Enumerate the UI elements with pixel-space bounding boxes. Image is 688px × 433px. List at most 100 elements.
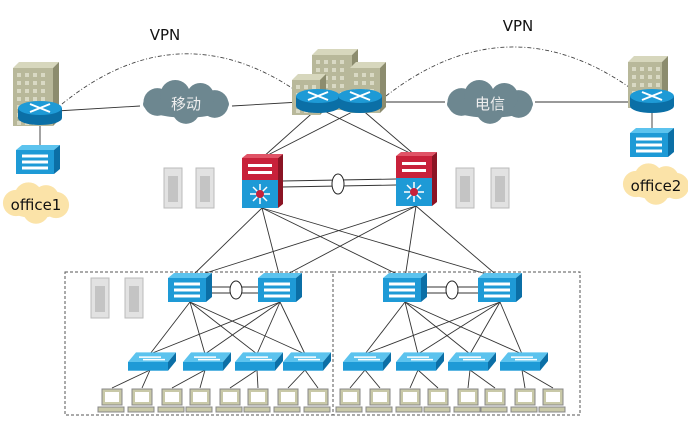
access-switch <box>283 352 331 371</box>
hq-router-2 <box>338 89 382 113</box>
server-icon <box>90 277 110 319</box>
link <box>349 369 366 389</box>
server-icon <box>455 167 475 209</box>
link <box>256 369 259 389</box>
link <box>499 301 523 355</box>
link-aggregation-ring <box>331 173 345 195</box>
isp-cloud-mobile-label: 移动 <box>171 95 201 113</box>
link <box>261 207 281 279</box>
link <box>409 369 419 389</box>
core-switch-1 <box>242 154 283 208</box>
office2-cloud: office2 <box>622 163 688 205</box>
access-switch <box>448 352 496 371</box>
link <box>469 369 496 389</box>
pc-icon <box>97 388 125 413</box>
server-icon <box>163 167 183 209</box>
vpn-tunnel-right <box>385 46 637 97</box>
pc-icon <box>480 388 508 413</box>
link <box>521 369 554 389</box>
isp-cloud-telecom-label: 电信 <box>475 95 505 113</box>
pc-icon <box>127 388 155 413</box>
pc-icon <box>303 388 331 413</box>
link <box>287 369 306 389</box>
pc-icon <box>423 388 451 413</box>
hq-router-1 <box>296 89 340 113</box>
pc-icon <box>185 388 213 413</box>
link <box>415 205 501 279</box>
link <box>141 369 151 389</box>
isp-cloud-mobile: 移动 <box>143 80 229 124</box>
link <box>171 369 206 389</box>
access-switch <box>183 352 231 371</box>
link <box>467 369 471 389</box>
pc-icon <box>335 388 363 413</box>
link <box>199 369 206 389</box>
branch-router-left <box>18 101 62 125</box>
pc-icon <box>538 388 566 413</box>
distribution-switch <box>168 273 212 302</box>
link <box>229 369 258 389</box>
pc-icon <box>395 388 423 413</box>
vpn-left-label: VPN <box>150 26 181 44</box>
link-aggregation-ring <box>229 280 243 300</box>
distribution-switch <box>383 273 427 302</box>
link <box>469 301 501 355</box>
office1-cloud-label: office1 <box>11 196 62 214</box>
link <box>231 101 301 107</box>
link <box>261 107 361 159</box>
link <box>189 205 417 279</box>
pc-icon <box>215 388 243 413</box>
server-icon <box>490 167 510 209</box>
link <box>261 107 319 159</box>
link <box>404 301 523 355</box>
pc-icon <box>453 388 481 413</box>
link <box>521 369 526 389</box>
link <box>404 301 419 355</box>
server-icon <box>124 277 144 319</box>
office1-cloud: office1 <box>2 182 70 224</box>
access-switch <box>500 352 548 371</box>
link <box>279 205 417 279</box>
link <box>189 301 206 355</box>
office2-cloud-label: office2 <box>631 177 682 195</box>
nodes: 移动 电信 office1 office2 <box>2 49 688 413</box>
link <box>364 369 381 389</box>
pc-icon <box>365 388 393 413</box>
isp-cloud-telecom: 电信 <box>447 80 533 124</box>
link <box>304 369 319 389</box>
link <box>111 369 151 389</box>
link-aggregation-ring <box>445 280 459 300</box>
access-switch <box>343 352 391 371</box>
link <box>417 301 501 355</box>
link <box>204 301 281 355</box>
link <box>279 301 306 355</box>
link <box>189 301 306 355</box>
link <box>359 107 417 157</box>
branch-router-right <box>630 89 674 113</box>
server-icon <box>195 167 215 209</box>
core-switch-2 <box>396 152 437 206</box>
link <box>189 301 258 355</box>
pc-icon <box>510 388 538 413</box>
distribution-switch <box>478 273 522 302</box>
pc-icon <box>157 388 185 413</box>
link <box>417 369 439 389</box>
vpn-right-label: VPN <box>503 17 534 35</box>
distribution-switch <box>258 273 302 302</box>
link <box>261 207 501 279</box>
link <box>149 301 191 355</box>
access-switch <box>128 352 176 371</box>
vpn-tunnel-left <box>61 53 299 105</box>
access-switch <box>235 352 283 371</box>
link <box>404 205 417 279</box>
link <box>261 207 406 279</box>
link <box>317 107 417 157</box>
link <box>404 301 471 355</box>
link <box>149 301 281 355</box>
pc-icon <box>243 388 271 413</box>
office1-switch <box>16 145 60 174</box>
pc-icon <box>273 388 301 413</box>
link <box>256 301 281 355</box>
